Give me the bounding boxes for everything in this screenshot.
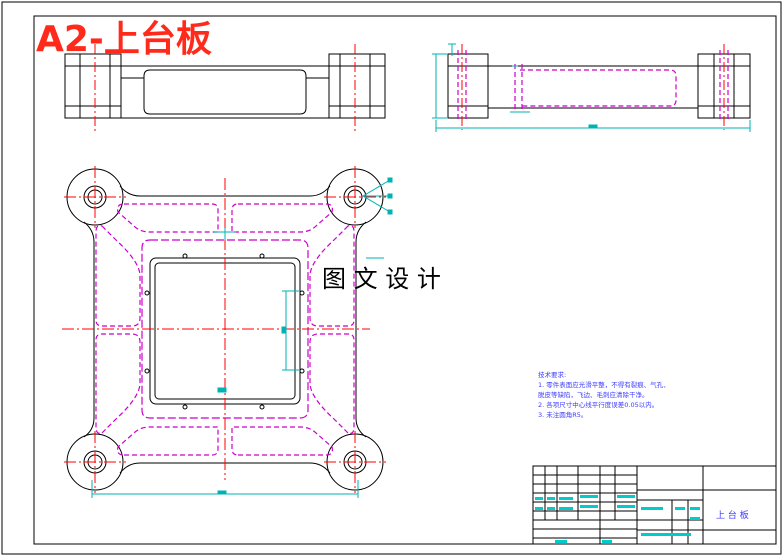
notes-line-3: 2. 各项尺寸中心线平行度误差0.05以内。 — [538, 400, 658, 409]
front-view-centerlines — [94, 44, 356, 132]
title-block — [532, 465, 777, 545]
plan-view-dimensions — [91, 177, 393, 498]
title-block-fill — [535, 495, 700, 543]
drawing-title: A2-上台板 — [36, 19, 212, 60]
notes-heading: 技术要求: — [538, 370, 566, 379]
side-view-dimensions — [432, 43, 751, 132]
notes-line-2: 脱皮等缺陷，飞边、毛刺应清除干净。 — [538, 390, 649, 399]
side-view-centerlines — [461, 44, 725, 130]
plan-view-pockets — [95, 203, 355, 456]
notes-line-1: 1. 零件表面应光滑平整，不得有裂痕、气孔、 — [538, 380, 670, 389]
notes-line-4: 3. 未注圆角R5。 — [538, 410, 587, 419]
watermark-text: 图 文 设 计 — [322, 265, 441, 293]
plan-view-small-holes — [144, 253, 305, 410]
front-view — [64, 53, 386, 119]
side-view-hidden — [457, 50, 729, 122]
title-block-part-name: 上 台 板 — [716, 509, 749, 521]
technical-notes: 技术要求: 1. 零件表面应光滑平整，不得有裂痕、气孔、 脱皮等缺陷，飞边、毛刺… — [538, 370, 670, 419]
plan-view-centerlines — [62, 166, 386, 493]
side-view — [447, 53, 751, 119]
inner-border — [33, 15, 777, 545]
